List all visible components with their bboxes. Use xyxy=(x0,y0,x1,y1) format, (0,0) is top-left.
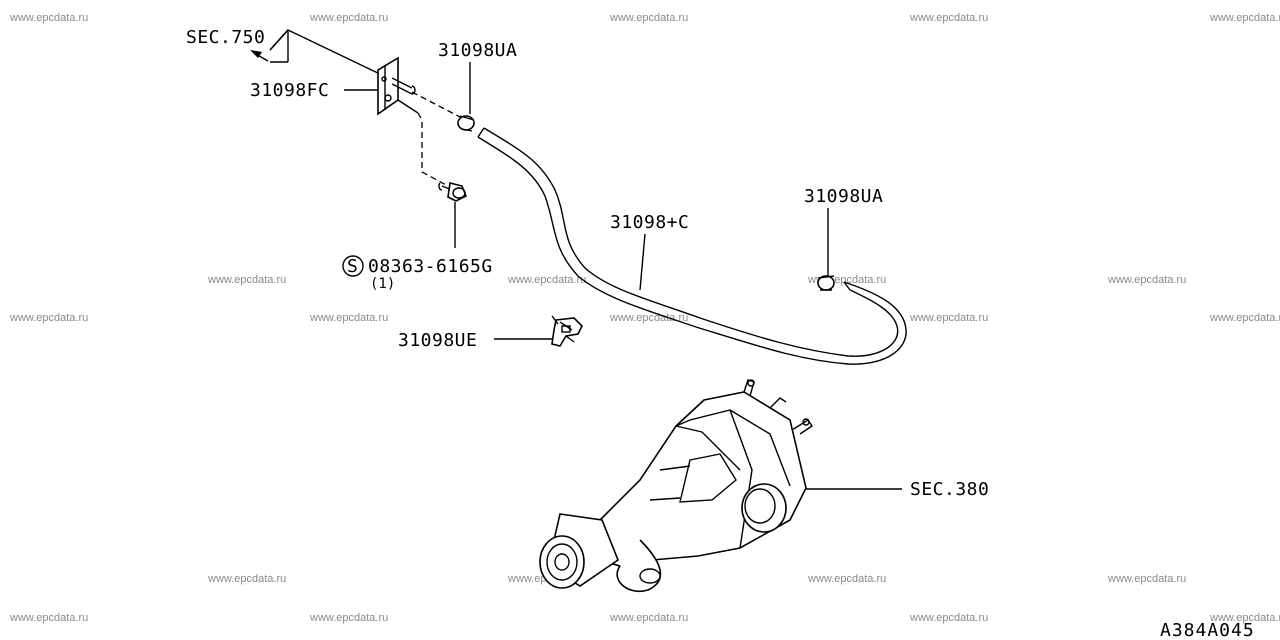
clamp-top-label: 31098UA xyxy=(438,40,517,61)
watermark: www.epcdata.ru xyxy=(1107,274,1186,286)
assembly-line xyxy=(417,112,449,187)
watermark: www.epcdata.ru xyxy=(609,12,688,24)
watermark: www.epcdata.ru xyxy=(909,12,988,24)
watermark: www.epcdata.ru xyxy=(309,312,388,324)
bracket-part xyxy=(377,56,419,116)
sec750-reference: SEC.750 xyxy=(186,27,383,76)
drawing-code: A384A045 xyxy=(1160,620,1255,640)
bolt-mark-circle xyxy=(342,255,364,277)
watermark: www.epcdata.ru xyxy=(807,573,886,585)
watermark: www.epcdata.ru xyxy=(1107,573,1186,585)
bolt-mark: S xyxy=(347,256,358,277)
sec380-label: SEC.380 xyxy=(910,479,989,500)
hose-label: 31098+C xyxy=(610,212,689,233)
watermark: www.epcdata.ru xyxy=(207,573,286,585)
clip-part xyxy=(551,315,583,347)
watermark: www.epcdata.ru xyxy=(1209,12,1280,24)
watermark: www.epcdata.ru xyxy=(9,612,88,624)
watermark: www.epcdata.ru xyxy=(309,612,388,624)
clamp-top-part xyxy=(457,115,475,132)
watermark: www.epcdata.ru xyxy=(1209,612,1280,624)
clamp-right-label: 31098UA xyxy=(804,186,883,207)
watermark: www.epcdata.ru xyxy=(1209,312,1280,324)
hose-part xyxy=(477,127,907,365)
clip-label: 31098UE xyxy=(398,330,477,351)
watermark: www.epcdata.ru xyxy=(609,312,688,324)
bolt-part xyxy=(438,182,468,202)
assembly-line xyxy=(411,91,461,118)
arrow-icon xyxy=(250,50,269,62)
watermark-layer: www.epcdata.ru www.epcdata.ru www.epcdat… xyxy=(9,12,1280,624)
differential-part xyxy=(539,379,813,593)
watermark: www.epcdata.ru xyxy=(507,274,586,286)
sec750-label: SEC.750 xyxy=(186,27,265,48)
bolt-quantity: (1) xyxy=(370,276,395,292)
watermark: www.epcdata.ru xyxy=(609,612,688,624)
watermark: www.epcdata.ru xyxy=(9,12,88,24)
watermark: www.epcdata.ru xyxy=(207,274,286,286)
bolt-label: 08363-6165G xyxy=(368,256,493,277)
clamp-right-part xyxy=(817,275,835,291)
watermark: www.epcdata.ru xyxy=(909,612,988,624)
watermark: www.epcdata.ru xyxy=(309,12,388,24)
bracket-label: 31098FC xyxy=(250,80,329,101)
watermark: www.epcdata.ru xyxy=(9,312,88,324)
hose-leader xyxy=(639,233,646,291)
watermark: www.epcdata.ru xyxy=(909,312,988,324)
